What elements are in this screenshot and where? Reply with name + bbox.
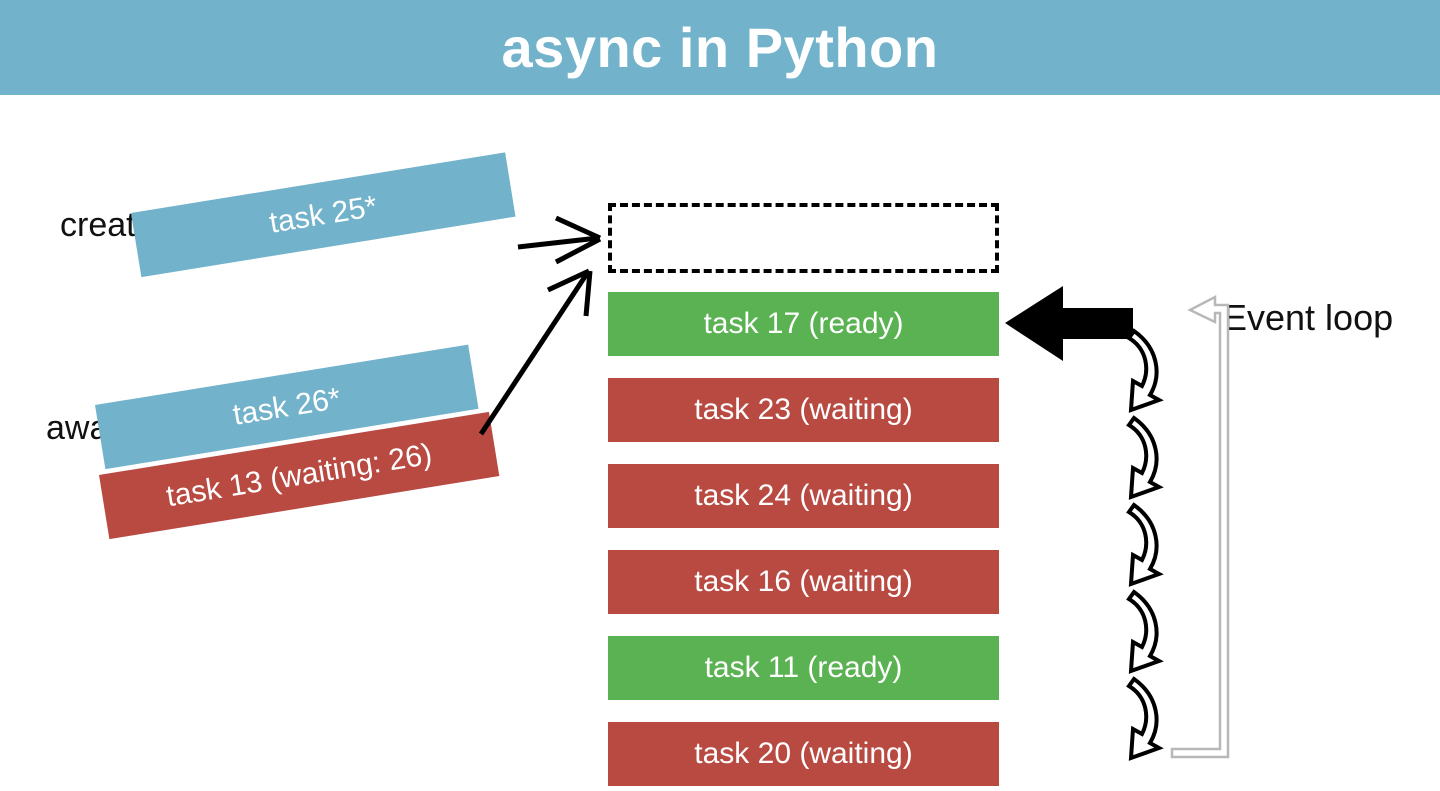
event-loop-label: Event loop: [1223, 297, 1394, 338]
queue-slot-task-20: task 20 (waiting): [608, 722, 999, 786]
page-title: async in Python: [501, 15, 939, 79]
queue-slot-task-11: task 11 (ready): [608, 636, 999, 700]
queue-slot-task-17: task 17 (ready): [608, 292, 999, 356]
event-loop-return-arrow-icon: [1170, 294, 1230, 759]
dispatch-arrow-icon: [1005, 286, 1133, 361]
queue-slot-task-16: task 16 (waiting): [608, 550, 999, 614]
title-banner: async in Python: [0, 0, 1440, 95]
queue-slot-task-23: task 23 (waiting): [608, 378, 999, 442]
event-loop-step-arrows-icon: [1126, 328, 1164, 761]
floating-task-bar-25: task 25*: [131, 152, 516, 278]
create-task-arrow-icon: [517, 215, 602, 265]
queue-slot-empty: [608, 203, 999, 273]
await-arrow-icon: [478, 268, 593, 436]
queue-slot-task-24: task 24 (waiting): [608, 464, 999, 528]
